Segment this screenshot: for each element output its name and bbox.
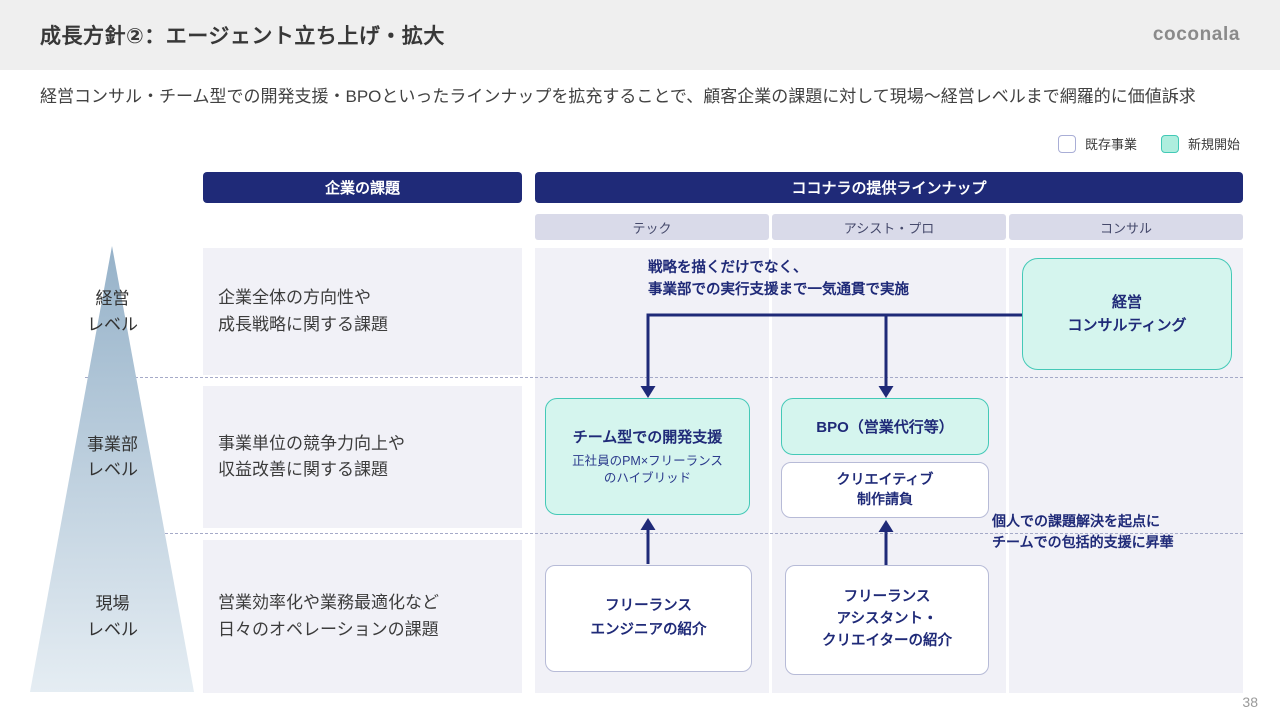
level-label-management: 経営 レベル <box>87 289 138 334</box>
subheader-consulting: コンサル <box>1009 214 1243 240</box>
box-freelance-assistant: フリーランス アシスタント・ クリエイターの紹介 <box>785 565 989 675</box>
coconala-logo: coconala <box>1152 24 1240 45</box>
challenge-text-management: 企業全体の方向性や 成長戦略に関する課題 <box>218 288 388 334</box>
legend-item-new: 新規開始 <box>1160 134 1240 153</box>
existing-business-swatch-icon <box>1057 134 1076 153</box>
row-divider-2 <box>85 533 1243 534</box>
legend-new-label: 新規開始 <box>1187 137 1240 152</box>
header-company-challenges: 企業の課題 <box>203 172 522 203</box>
annotation-end-to-end: 戦略を描くだけでなく、 事業部での実行支援まで一気通貫で実施 <box>648 260 909 298</box>
challenge-panel-row3 <box>203 540 522 693</box>
page-title: 成長方針②：エージェント立ち上げ・拡大 <box>40 25 445 48</box>
title-band <box>0 0 1280 70</box>
annotation-individual-to-team: 個人での課題解決を起点に チームでの包括的支援に昇華 <box>992 513 1174 550</box>
new-business-swatch-icon <box>1160 134 1179 153</box>
row-divider-1 <box>85 377 1243 378</box>
box-creative-production: クリエイティブ 制作請負 <box>781 462 989 518</box>
slide-summary: 経営コンサル・チーム型での開発支援・BPOといったラインナップを拡充することで、… <box>40 87 1196 106</box>
box-team-development: チーム型での開発支援 正社員のPM×フリーランス のハイブリッド <box>545 398 750 515</box>
legend: 既存事業 新規開始 <box>1057 134 1240 153</box>
level-label-field: 現場 レベル <box>87 594 138 639</box>
challenge-panel-row2 <box>203 386 522 528</box>
page-number: 38 <box>1242 694 1258 710</box>
subheader-tech: テック <box>535 214 769 240</box>
box-management-consulting: 経営 コンサルティング <box>1022 258 1232 370</box>
box-freelance-engineer: フリーランス エンジニアの紹介 <box>545 565 752 672</box>
challenge-text-division: 事業単位の競争力向上や 収益改善に関する課題 <box>218 433 405 479</box>
box-team-development-subtitle: 正社員のPM×フリーランス のハイブリッド <box>572 453 723 486</box>
level-label-division: 事業部 レベル <box>87 434 138 480</box>
legend-existing-label: 既存事業 <box>1084 137 1137 152</box>
box-bpo: BPO（営業代行等） <box>781 398 989 455</box>
legend-item-existing: 既存事業 <box>1057 134 1137 153</box>
subheader-assist-pro: アシスト・プロ <box>772 214 1006 240</box>
challenge-text-field: 営業効率化や業務最適化など 日々のオペレーションの課題 <box>218 593 439 639</box>
header-coconala-lineup: ココナラの提供ラインナップ <box>535 172 1243 203</box>
challenge-panel-row1 <box>203 248 522 375</box>
box-team-development-title: チーム型での開発支援 <box>572 428 723 446</box>
